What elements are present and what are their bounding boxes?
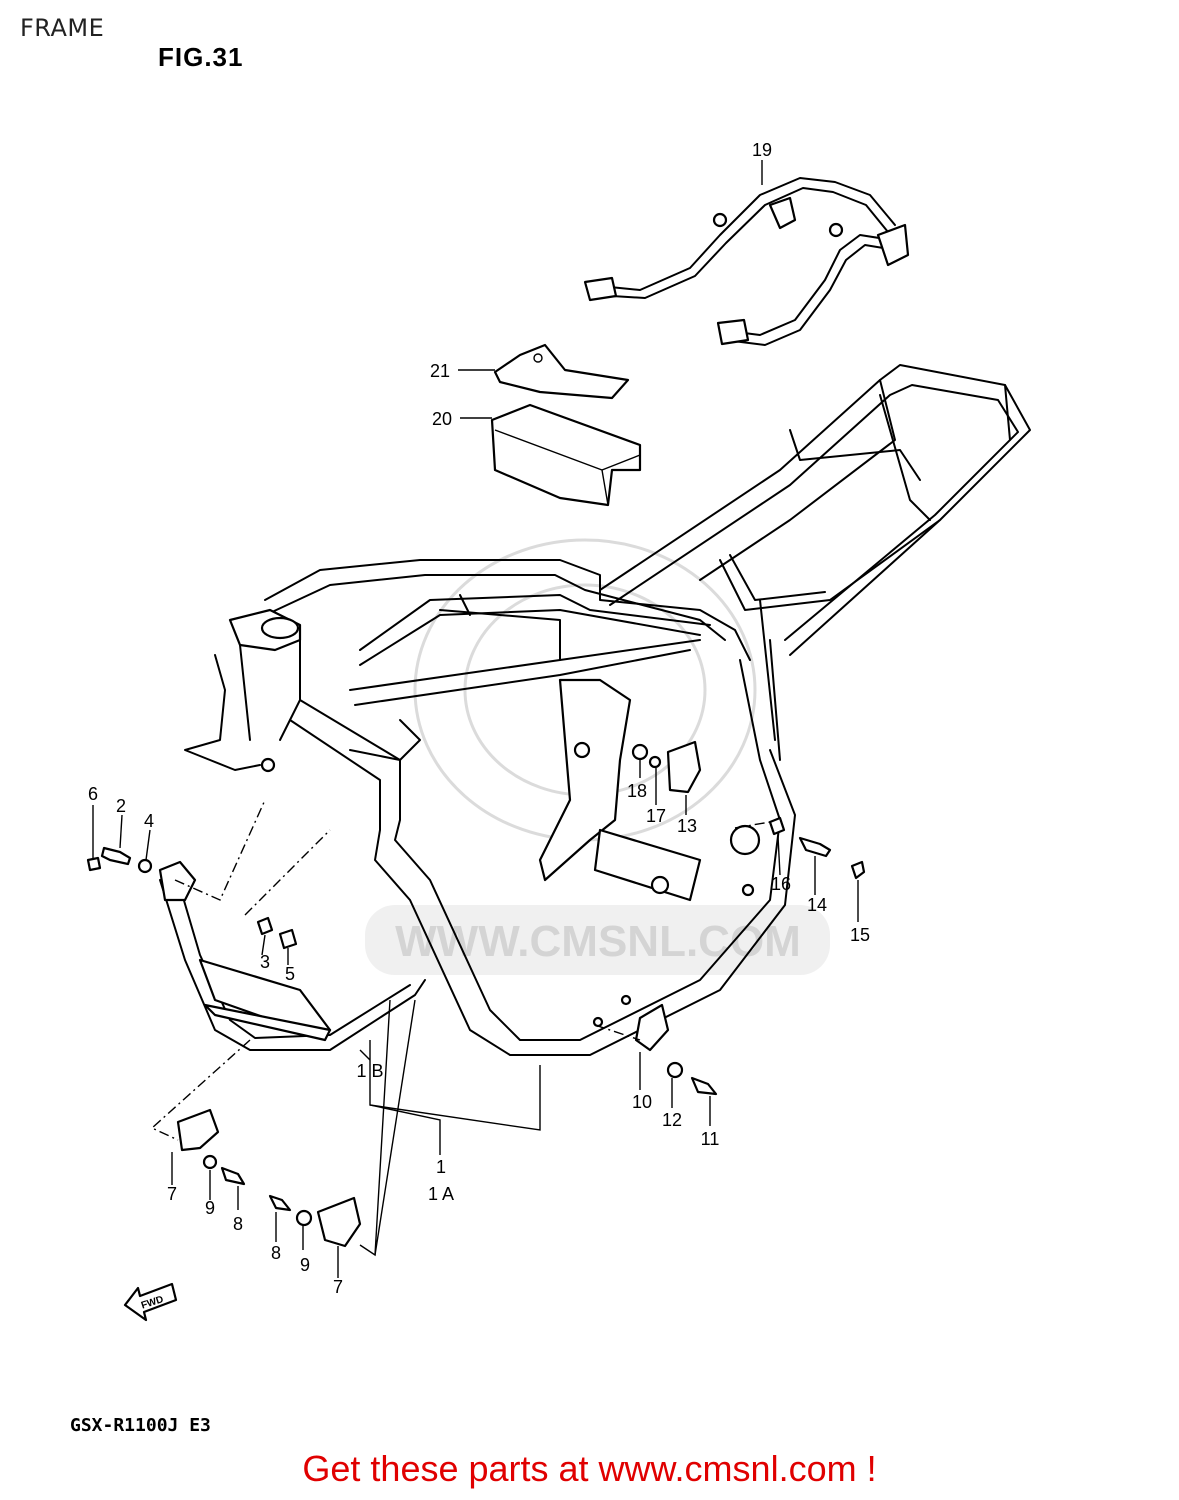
promo-link[interactable]: Get these parts at www.cmsnl.com ! xyxy=(302,1448,877,1489)
small-parts xyxy=(86,740,866,1248)
callout-9b: 9 xyxy=(300,1255,310,1275)
fwd-arrow-icon: FWD xyxy=(123,1282,178,1322)
callout-13: 13 xyxy=(677,816,697,836)
callout-1b: 1 B xyxy=(356,1061,383,1081)
part-5 xyxy=(278,928,298,950)
callout-9a: 9 xyxy=(205,1198,215,1218)
callout-8b: 8 xyxy=(271,1243,281,1263)
callout-8a: 8 xyxy=(233,1214,243,1234)
part-7a xyxy=(176,1108,220,1152)
callout-4: 4 xyxy=(144,811,154,831)
callout-1: 1 xyxy=(436,1157,446,1177)
callout-6: 6 xyxy=(88,784,98,804)
part-16 xyxy=(768,816,786,836)
callout-7a: 7 xyxy=(167,1184,177,1204)
callout-16: 16 xyxy=(771,874,791,894)
callout-21: 21 xyxy=(430,361,450,381)
leader-lines xyxy=(92,160,859,1278)
callout-20: 20 xyxy=(432,409,452,429)
callout-12: 12 xyxy=(662,1110,682,1130)
model-code: GSX-R1100J E3 xyxy=(70,1415,211,1436)
callout-17: 17 xyxy=(646,806,666,826)
battery-box-20 xyxy=(490,403,642,507)
callout-2: 2 xyxy=(116,796,126,816)
callout-18: 18 xyxy=(627,781,647,801)
watermark-text: WWW.CMSNL.COM xyxy=(395,917,801,966)
part-11 xyxy=(690,1076,718,1096)
part-15 xyxy=(850,860,866,880)
part-3 xyxy=(256,916,274,936)
part-10 xyxy=(634,1003,670,1052)
part-9b xyxy=(295,1209,313,1227)
part-2 xyxy=(100,846,132,866)
callout-5: 5 xyxy=(285,964,295,984)
part-6 xyxy=(86,856,102,872)
callout-3: 3 xyxy=(260,952,270,972)
figure-number: FIG.31 xyxy=(158,42,244,72)
tray-cover-21 xyxy=(493,343,630,400)
callouts: 19 21 20 6 2 4 3 5 1 B 1 1 A 7 9 8 8 9 7… xyxy=(88,140,870,1297)
part-18 xyxy=(631,743,649,761)
part-8b xyxy=(268,1194,292,1212)
part-12 xyxy=(666,1061,684,1079)
part-17 xyxy=(648,755,662,769)
part-7b xyxy=(316,1196,362,1248)
callout-19: 19 xyxy=(752,140,772,160)
page-title: FRAME xyxy=(20,14,105,42)
callout-14: 14 xyxy=(807,895,827,915)
main-frame-1 xyxy=(158,364,1031,1056)
part-14 xyxy=(798,836,832,858)
callout-7b: 7 xyxy=(333,1277,343,1297)
part-13 xyxy=(666,740,702,794)
part-9a xyxy=(202,1154,218,1170)
callout-1a: 1 A xyxy=(428,1184,454,1204)
part-4 xyxy=(137,858,153,874)
callout-10: 10 xyxy=(632,1092,652,1112)
part-8a xyxy=(220,1166,246,1186)
callout-11: 11 xyxy=(701,1129,720,1149)
callout-15: 15 xyxy=(850,925,870,945)
seat-rail-19 xyxy=(583,177,910,346)
